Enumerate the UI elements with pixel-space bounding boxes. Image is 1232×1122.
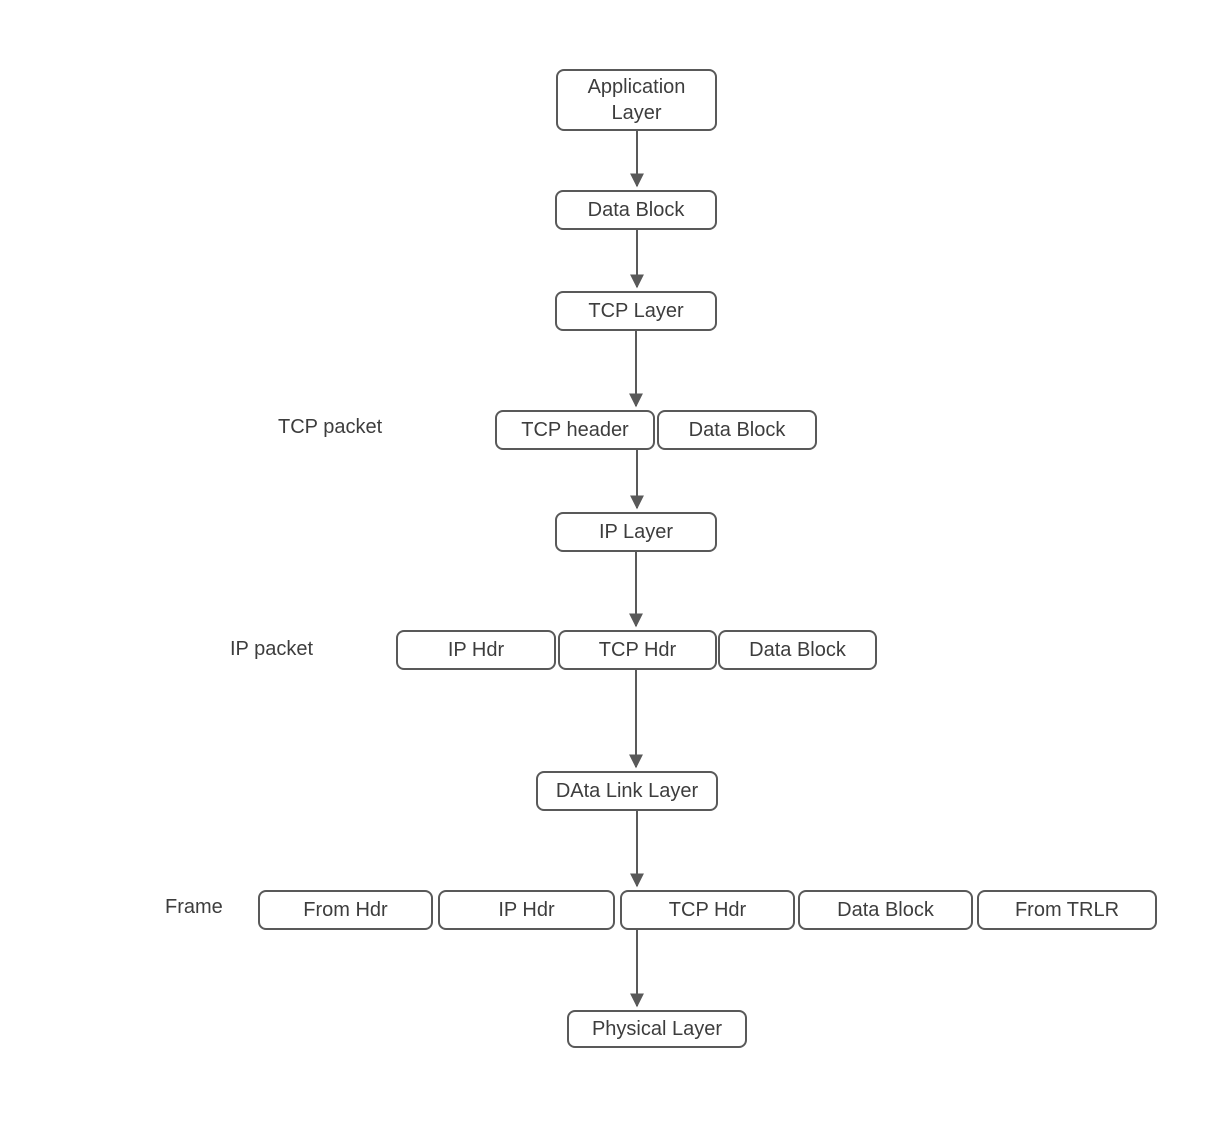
node-tcp-layer: TCP Layer (555, 291, 717, 331)
node-ip-tcp-hdr: TCP Hdr (558, 630, 717, 670)
label-ip-packet: IP packet (230, 638, 314, 660)
node-ip-hdr: IP Hdr (396, 630, 556, 670)
node-data-block-top: Data Block (555, 190, 717, 230)
node-frame-ip-hdr: IP Hdr (438, 890, 615, 930)
node-data-link-layer: DAta Link Layer (536, 771, 718, 811)
node-frame-data-block: Data Block (798, 890, 973, 930)
node-physical-layer: Physical Layer (567, 1010, 747, 1048)
node-ip-layer: IP Layer (555, 512, 717, 552)
node-ip-data-block: Data Block (718, 630, 877, 670)
node-tcp-data-block: Data Block (657, 410, 817, 450)
node-frame-from-hdr: From Hdr (258, 890, 433, 930)
node-frame-from-trlr: From TRLR (977, 890, 1157, 930)
label-frame: Frame (165, 896, 223, 918)
node-tcp-header: TCP header (495, 410, 655, 450)
label-tcp-packet: TCP packet (278, 416, 383, 438)
node-application-layer: Application Layer (556, 69, 717, 131)
node-frame-tcp-hdr: TCP Hdr (620, 890, 795, 930)
